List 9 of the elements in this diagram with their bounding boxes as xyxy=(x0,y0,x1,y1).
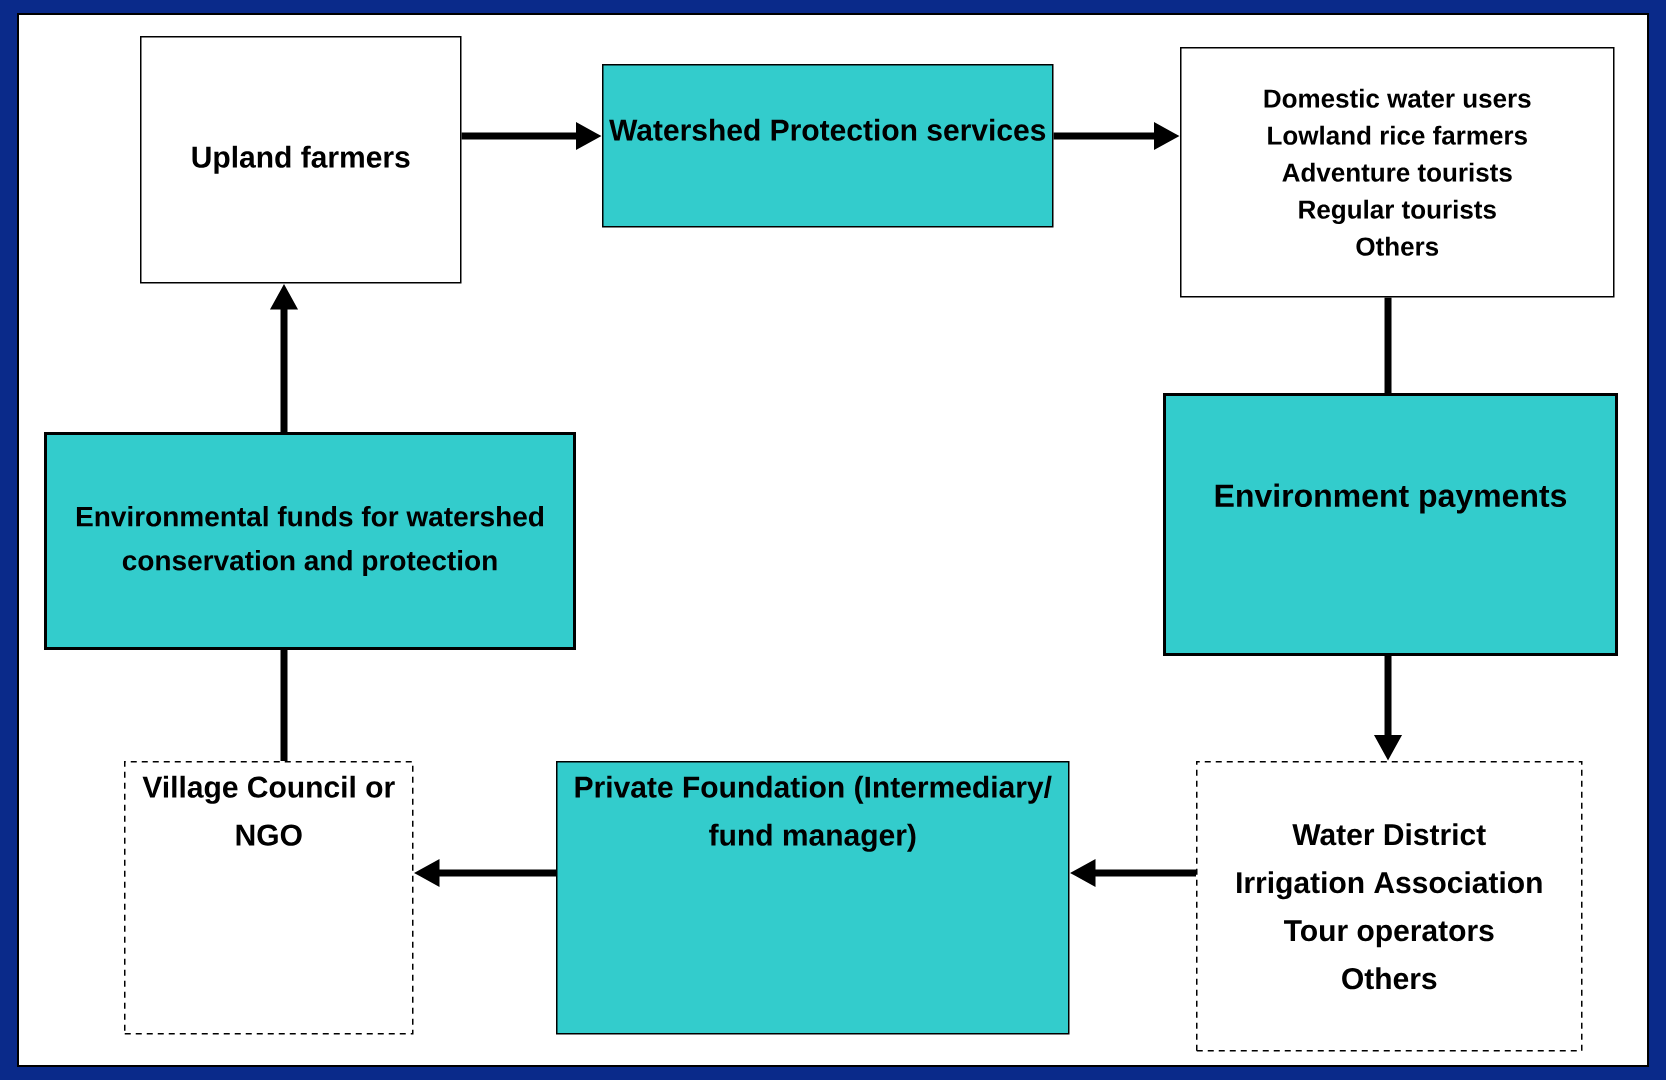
process-box: Village Council or NGO xyxy=(124,761,414,1035)
process-box: Water District Irrigation Association Tour operators Others xyxy=(1196,761,1583,1052)
process-box: Upland farmers xyxy=(140,36,462,284)
process-box: Domestic water users Lowland rice farmers Adventure tourists Regular tourists Others xyxy=(1180,47,1615,298)
process-box: Private Foundation (Intermediary/ fund manager) xyxy=(556,761,1070,1035)
connector-line xyxy=(1384,297,1392,393)
process-box: Environmental funds for watershed conservation and protection xyxy=(44,432,576,650)
process-box: Environment payments xyxy=(1163,393,1618,656)
process-box: Watershed Protection services xyxy=(602,64,1054,228)
